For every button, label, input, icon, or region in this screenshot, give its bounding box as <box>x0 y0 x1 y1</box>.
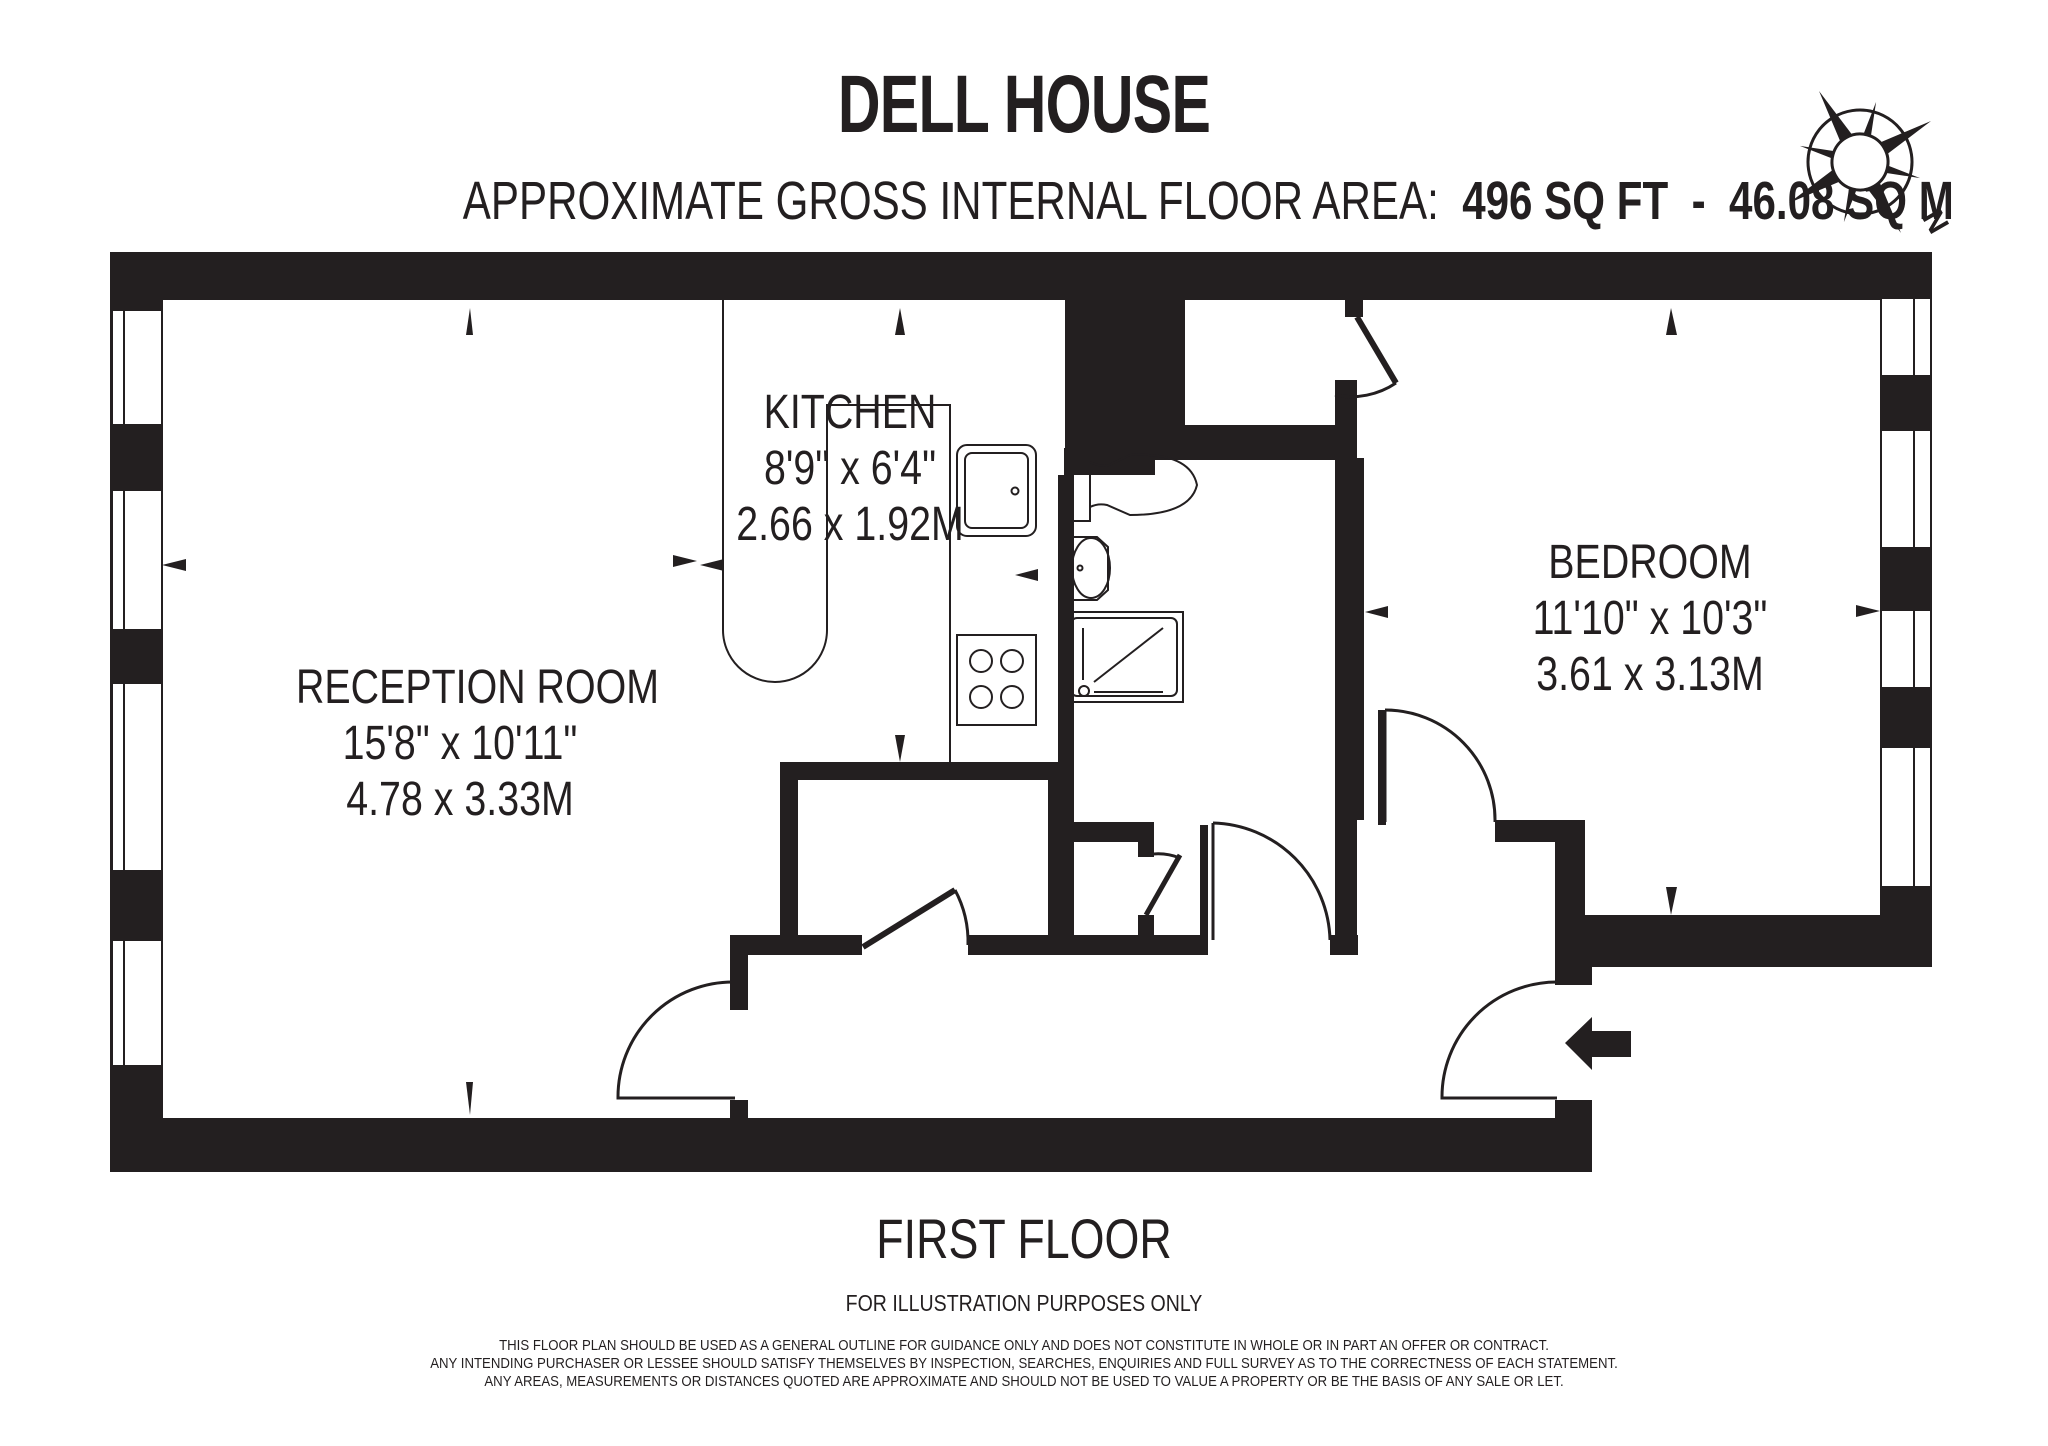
windows <box>111 297 1932 1067</box>
room-name: KITCHEN <box>763 386 937 439</box>
kitchen-fittings <box>722 300 1037 762</box>
hob-icon <box>956 634 1037 726</box>
room-name: BEDROOM <box>1548 536 1752 589</box>
room-metric: 4.78 x 3.33M <box>346 773 574 826</box>
doors <box>616 315 1558 1100</box>
floor-area-line: APPROXIMATE GROSS INTERNAL FLOOR AREA: 4… <box>462 170 1954 232</box>
compass-rose-icon <box>1788 90 1932 234</box>
shower-tray-icon <box>1064 611 1184 703</box>
dimension-markers <box>162 308 1880 1115</box>
sink-icon <box>956 444 1037 537</box>
compass-north-label: N <box>1915 204 1954 239</box>
disclaimer-line: ANY AREAS, MEASUREMENTS OR DISTANCES QUO… <box>484 1373 1564 1390</box>
illustration-note: FOR ILLUSTRATION PURPOSES ONLY <box>845 1290 1203 1316</box>
entrance-arrow-icon <box>1565 1017 1631 1070</box>
room-label-kitchen: KITCHEN 8'9" x 6'4" 2.66 x 1.92M <box>727 385 973 553</box>
bathroom-fittings <box>1064 448 1199 703</box>
room-label-reception: RECEPTION ROOM 15'8" x 10'11" 4.78 x 3.3… <box>296 660 660 828</box>
floor-area-separator: - <box>1691 171 1706 231</box>
room-label-bedroom: BEDROOM 11'10" x 10'3" 3.61 x 3.13M <box>1527 535 1773 703</box>
room-imperial: 11'10" x 10'3" <box>1532 592 1768 645</box>
disclaimer-line: THIS FLOOR PLAN SHOULD BE USED AS A GENE… <box>499 1337 1549 1354</box>
disclaimer-line: ANY INTENDING PURCHASER OR LESSEE SHOULD… <box>430 1355 1618 1372</box>
disclaimer: THIS FLOOR PLAN SHOULD BE USED AS A GENE… <box>123 1337 1925 1391</box>
room-metric: 3.61 x 3.13M <box>1536 648 1764 701</box>
room-metric: 2.66 x 1.92M <box>736 498 964 551</box>
floor-label: FIRST FLOOR <box>876 1207 1172 1270</box>
room-name: RECEPTION ROOM <box>296 661 660 714</box>
toilet-icon <box>1064 448 1199 522</box>
floor-area-sqft: 496 SQ FT <box>1462 171 1669 231</box>
basin-icon <box>1065 536 1111 601</box>
floor-area-label: APPROXIMATE GROSS INTERNAL FLOOR AREA: <box>462 171 1439 231</box>
room-imperial: 15'8" x 10'11" <box>342 717 578 770</box>
plan-title: DELL HOUSE <box>837 59 1211 150</box>
room-imperial: 8'9" x 6'4" <box>763 442 937 495</box>
